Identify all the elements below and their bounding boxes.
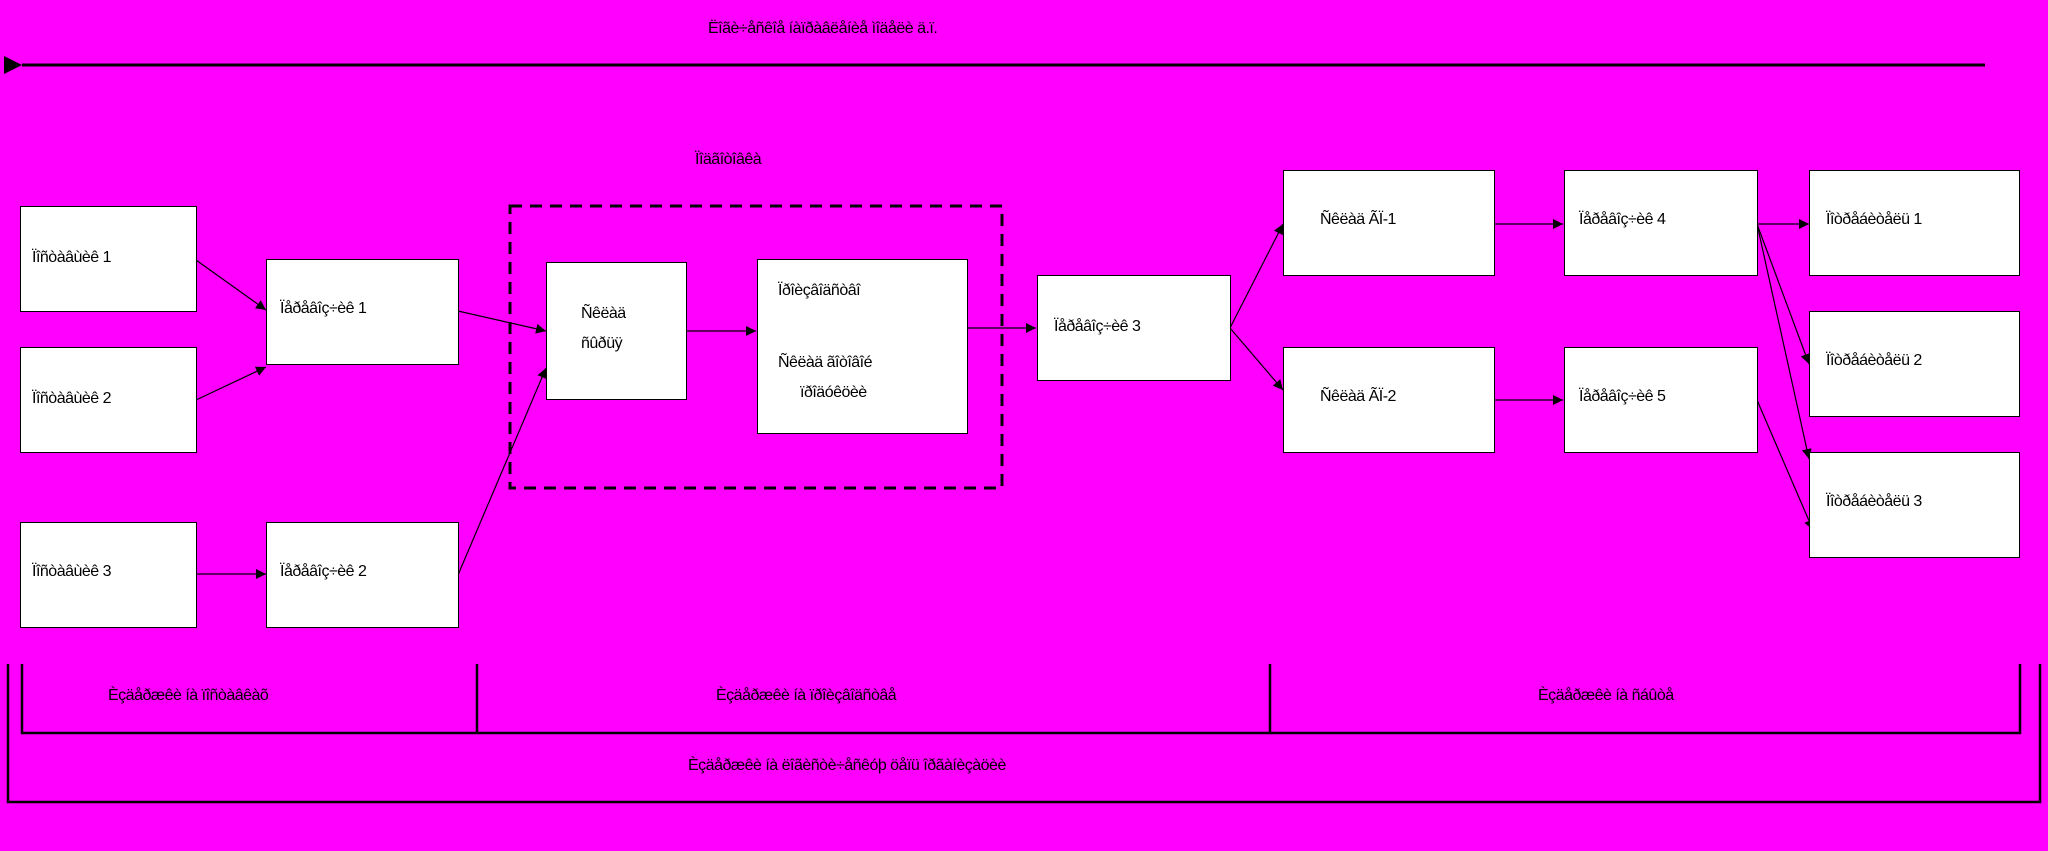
- sales-cost-bracket: [1270, 664, 2022, 735]
- source-box-1[interactable]: Ïîñòàâùèê 1: [20, 206, 197, 312]
- consumer-box-2[interactable]: Ïîòðåáèòåëü 2: [1809, 311, 2020, 417]
- source-label: Ïîñòàâùèê 3: [32, 563, 112, 580]
- transport-box-4[interactable]: Ïåðåâîç÷èê 4: [1564, 170, 1758, 276]
- supply-cost-bracket: [20, 664, 479, 735]
- total-cost-label: Èçäåðæêè íà ëîãèñòè÷åñêóþ öåïü îðãàíèçàö…: [688, 757, 1006, 774]
- transport-box-1[interactable]: Ïåðåâîç÷èê 1: [266, 259, 459, 365]
- supply-cost-label: Èçäåðæêè íà ïîñòàâêàõ: [108, 687, 269, 704]
- processing-bottom-line-2: ïðîäóêöèè: [800, 384, 867, 401]
- source-box-2[interactable]: Ïîñòàâùèê 2: [20, 347, 197, 453]
- distribution-warehouse-box-2[interactable]: Ñêëàä ÃÏ-2: [1283, 347, 1495, 453]
- transport-box-2[interactable]: Ïåðåâîç÷èê 2: [266, 522, 459, 628]
- connector: [457, 310, 547, 334]
- consumer-box-3[interactable]: Ïîòðåáèòåëü 3: [1809, 452, 2020, 558]
- transport-label: Ïåðåâîç÷èê 1: [280, 300, 367, 317]
- connector: [1756, 223, 1811, 365]
- consumer-box-1[interactable]: Ïîòðåáèòåëü 1: [1809, 170, 2020, 276]
- distribution-warehouse-label: Ñêëàä ÃÏ-2: [1320, 388, 1396, 405]
- staging-group-label: Ïîäãîòîâêà: [695, 151, 762, 168]
- connector: [1756, 399, 1814, 531]
- transport-label: Ïåðåâîç÷èê 4: [1579, 211, 1666, 228]
- sales-cost-label: Èçäåðæêè íà ñáûòå: [1538, 687, 1674, 704]
- consumer-label: Ïîòðåáèòåëü 2: [1826, 352, 1922, 369]
- staging-group-frame: [508, 204, 1004, 490]
- connector: [1229, 223, 1284, 329]
- connector: [195, 259, 267, 311]
- processing-bottom-line-1: Ñêëàä ãîòîâîé: [778, 354, 873, 371]
- connector: [457, 367, 547, 576]
- raw-warehouse-box[interactable]: Ñêëàä ñûðüÿ: [546, 262, 687, 400]
- connector: [1229, 327, 1284, 391]
- logic-direction-label: Ëîãè÷åñêîå íàïðàâëåíèå ìîäåëè ä.ï.: [708, 20, 938, 37]
- raw-warehouse-line-2: ñûðüÿ: [581, 335, 623, 352]
- production-cost-label: Èçäåðæêè íà ïðîèçâîäñòâå: [716, 687, 897, 704]
- connector: [1756, 223, 1812, 460]
- source-label: Ïîñòàâùèê 2: [32, 390, 112, 407]
- transport-label: Ïåðåâîç÷èê 3: [1054, 318, 1141, 335]
- total-cost-bracket: [6, 664, 2042, 804]
- raw-warehouse-line-1: Ñêëàä: [581, 305, 626, 322]
- consumer-label: Ïîòðåáèòåëü 3: [1826, 493, 1922, 510]
- transport-box-3[interactable]: Ïåðåâîç÷èê 3: [1037, 275, 1231, 381]
- consumer-label: Ïîòðåáèòåëü 1: [1826, 211, 1922, 228]
- distribution-warehouse-label: Ñêëàä ÃÏ-1: [1320, 211, 1396, 228]
- source-box-3[interactable]: Ïîñòàâùèê 3: [20, 522, 197, 628]
- transport-label: Ïåðåâîç÷èê 2: [280, 563, 367, 580]
- processing-top-label: Ïðîèçâîäñòâî: [778, 282, 861, 299]
- source-label: Ïîñòàâùèê 1: [32, 249, 112, 266]
- distribution-warehouse-box-1[interactable]: Ñêëàä ÃÏ-1: [1283, 170, 1495, 276]
- connector: [195, 366, 267, 401]
- transport-label: Ïåðåâîç÷èê 5: [1579, 388, 1666, 405]
- processing-box[interactable]: Ïðîèçâîäñòâî Ñêëàä ãîòîâîé ïðîäóêöèè: [757, 259, 968, 434]
- transport-box-5[interactable]: Ïåðåâîç÷èê 5: [1564, 347, 1758, 453]
